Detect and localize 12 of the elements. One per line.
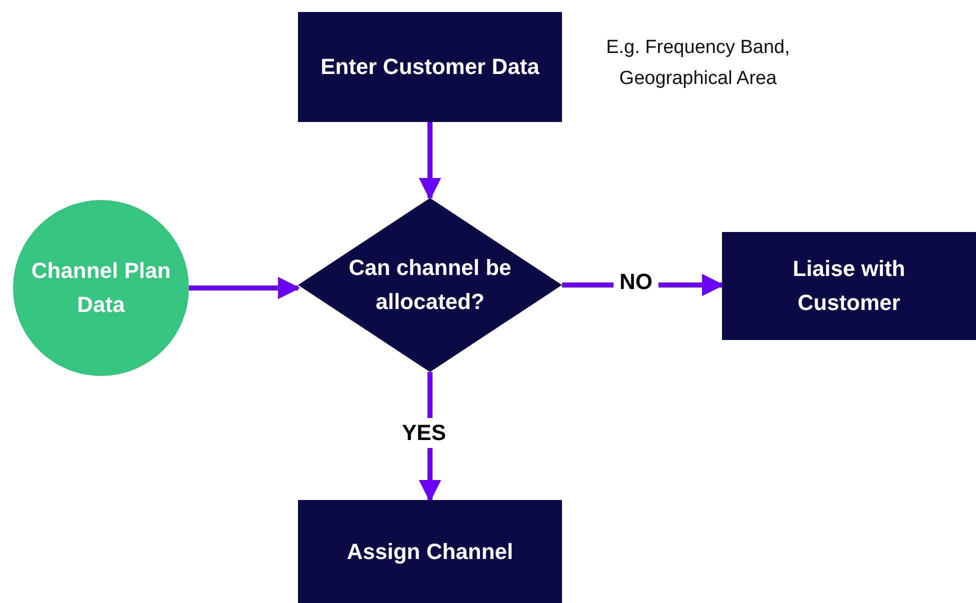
decision-diamond [298,198,562,372]
node-text: Enter Customer Data [320,53,540,81]
node-text: Can channel be allocated? [348,254,512,316]
node-text: Liaise with Customer [792,255,906,317]
process-box [722,232,976,340]
node-text: Channel Plan Data [31,257,171,319]
process-box [298,500,562,603]
arrow [189,276,300,300]
node-text: Assign Channel [346,538,514,566]
process-box [298,12,562,122]
arrow [418,122,442,200]
note-text: E.g. Frequency Band, Geographical Area [605,36,791,91]
